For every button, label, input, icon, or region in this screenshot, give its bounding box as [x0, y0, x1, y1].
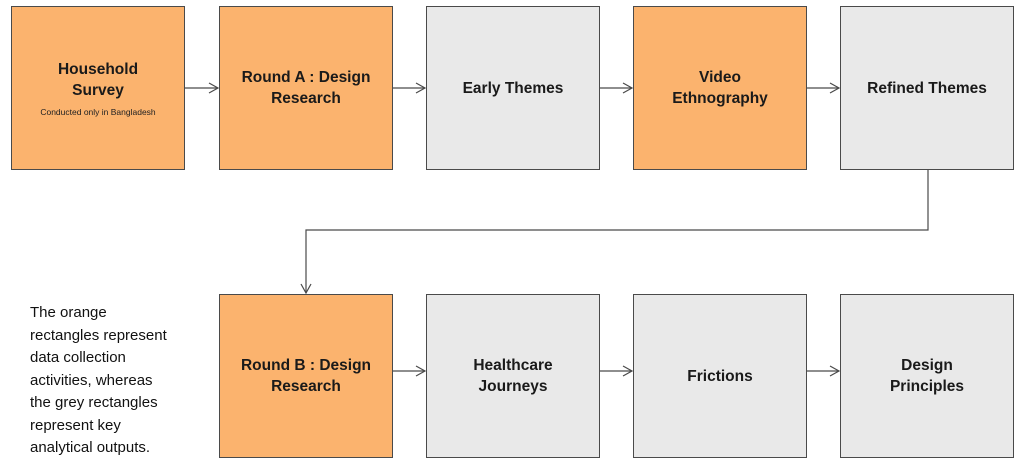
step-frictions: Frictions: [633, 294, 807, 458]
step-healthcare-journeys: Healthcare Journeys: [426, 294, 600, 458]
step-title: Early Themes: [462, 79, 564, 97]
step-early-themes: Early Themes: [426, 6, 600, 170]
step-title: Frictions: [687, 367, 753, 385]
legend-text: The orange rectangles represent data col…: [30, 304, 167, 456]
step-design-principles: Design Principles: [840, 294, 1014, 458]
step-title: Video Ethnography: [672, 69, 768, 107]
step-refined-themes: Refined Themes: [840, 6, 1014, 170]
arrow-refined-themes-to-round-b: [300, 170, 929, 295]
step-title: Round A : Design Research: [241, 69, 371, 107]
step-subtitle: Conducted only in Bangladesh: [40, 107, 156, 117]
step-title: Refined Themes: [867, 79, 987, 97]
step-round-b-design-research: Round B : Design Research: [219, 294, 393, 458]
step-round-a-design-research: Round A : Design Research: [219, 6, 393, 170]
step-video-ethnography: Video Ethnography: [633, 6, 807, 170]
step-title: Design Principles: [889, 357, 965, 395]
step-title: Round B : Design Research: [240, 357, 372, 395]
step-household-survey: Household Survey Conducted only in Bangl…: [11, 6, 185, 170]
step-title: Healthcare Journeys: [473, 357, 553, 395]
step-title: Household Survey: [57, 61, 139, 99]
